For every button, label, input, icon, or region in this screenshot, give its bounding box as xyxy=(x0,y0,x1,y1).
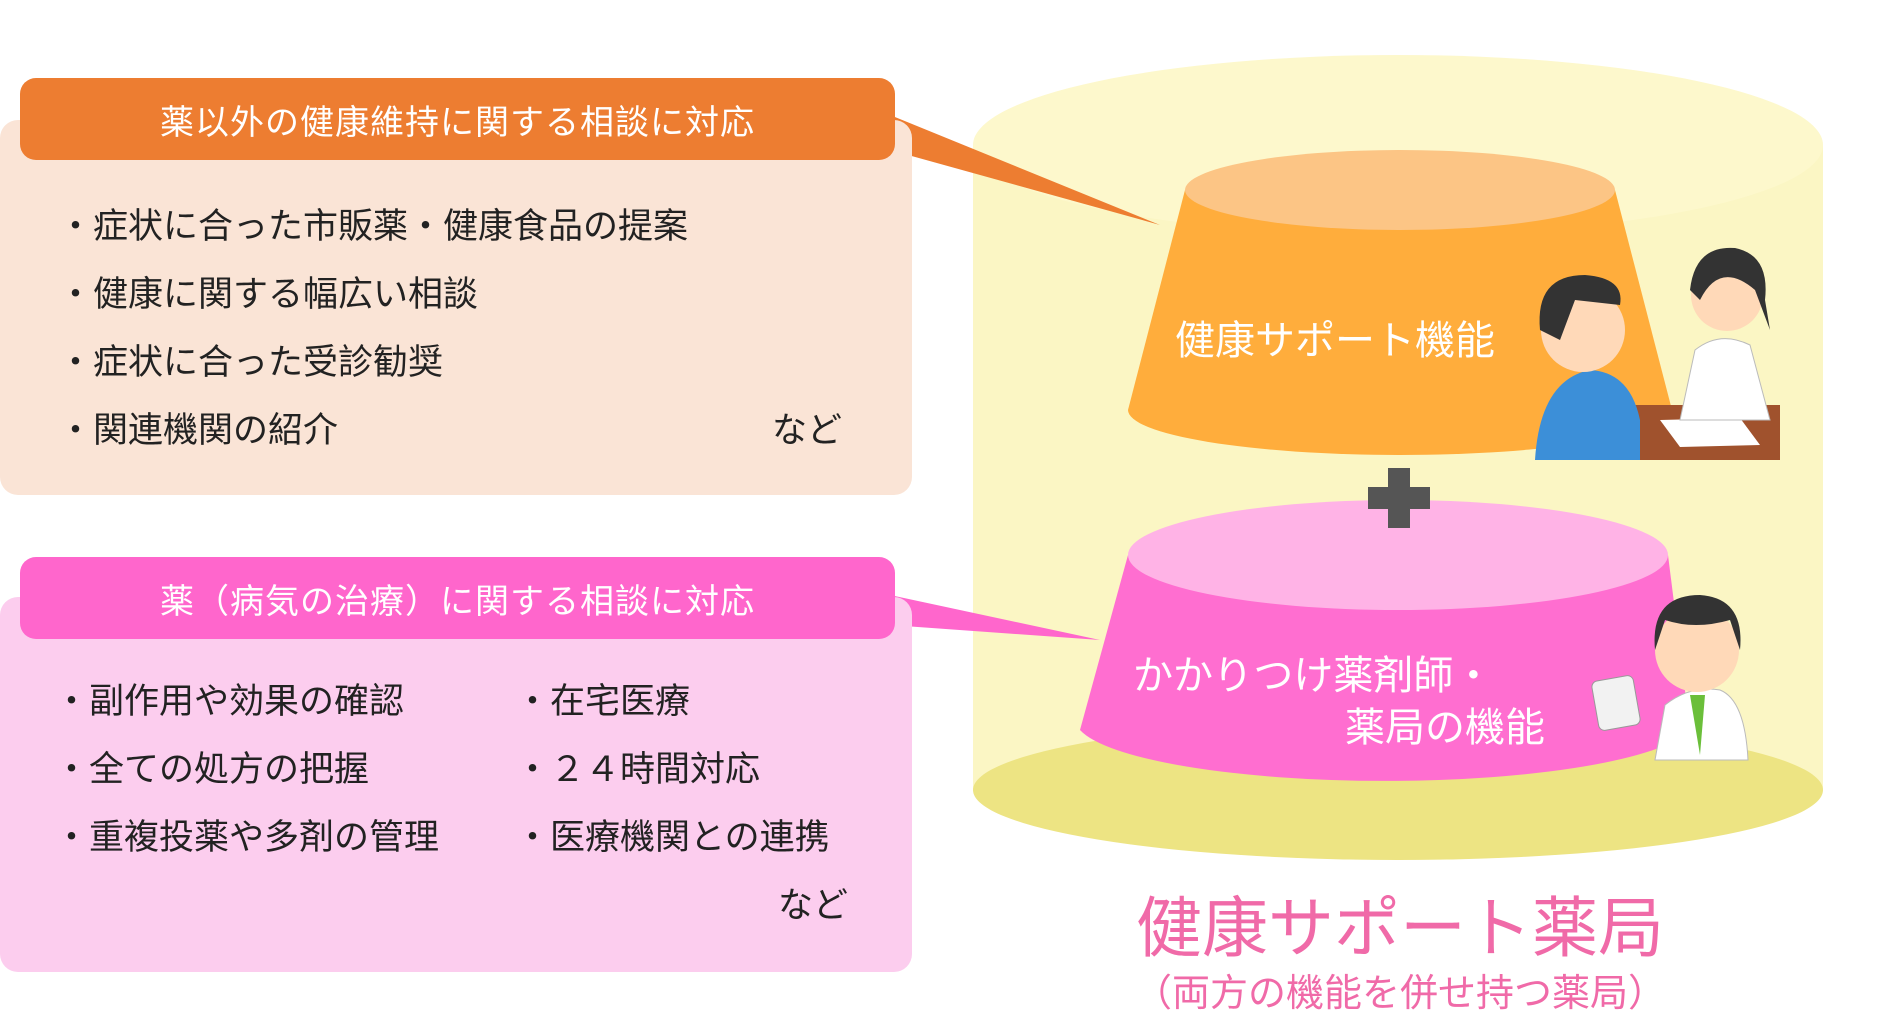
etc-label: など xyxy=(778,886,849,926)
pharmacist-function-layer xyxy=(1080,500,1690,781)
pharmacist-label-line1: かかりつけ薬剤師・ xyxy=(1133,653,1494,699)
etc-label: など xyxy=(772,411,843,451)
list-item: 関連機関の紹介 xyxy=(58,402,338,453)
consultation-illustration-icon xyxy=(1535,247,1780,460)
list-item: 副作用や効果の確認 xyxy=(54,673,404,724)
list-item: 健康に関する幅広い相談 xyxy=(58,266,478,317)
list-item: 在宅医療 xyxy=(515,673,690,724)
list-item: ２４時間対応 xyxy=(515,741,760,792)
page-subtitle: （両方の機能を併せ持つ薬局） xyxy=(1133,971,1666,1015)
medication-consultation-header: 薬（病気の治療）に関する相談に対応 xyxy=(20,557,895,639)
list-item: 全ての処方の把握 xyxy=(54,741,369,792)
health-consultation-header: 薬以外の健康維持に関する相談に対応 xyxy=(20,78,895,160)
orange-callout-tail xyxy=(890,115,1160,225)
list-item: 医療機関との連携 xyxy=(515,809,830,860)
health-support-label: 健康サポート機能 xyxy=(1175,318,1495,364)
list-item: 症状に合った市販薬・健康食品の提案 xyxy=(58,198,688,249)
pharmacist-illustration-icon xyxy=(1591,595,1749,761)
list-item: 重複投薬や多剤の管理 xyxy=(54,809,439,860)
page-title: 健康サポート薬局 xyxy=(1136,890,1664,967)
pharmacist-label-line2: 薬局の機能 xyxy=(1345,705,1545,751)
pink-callout-tail xyxy=(890,595,1100,640)
list-item: 症状に合った受診勧奨 xyxy=(58,334,443,385)
plus-icon xyxy=(1368,468,1430,528)
health-support-layer xyxy=(1128,150,1672,455)
